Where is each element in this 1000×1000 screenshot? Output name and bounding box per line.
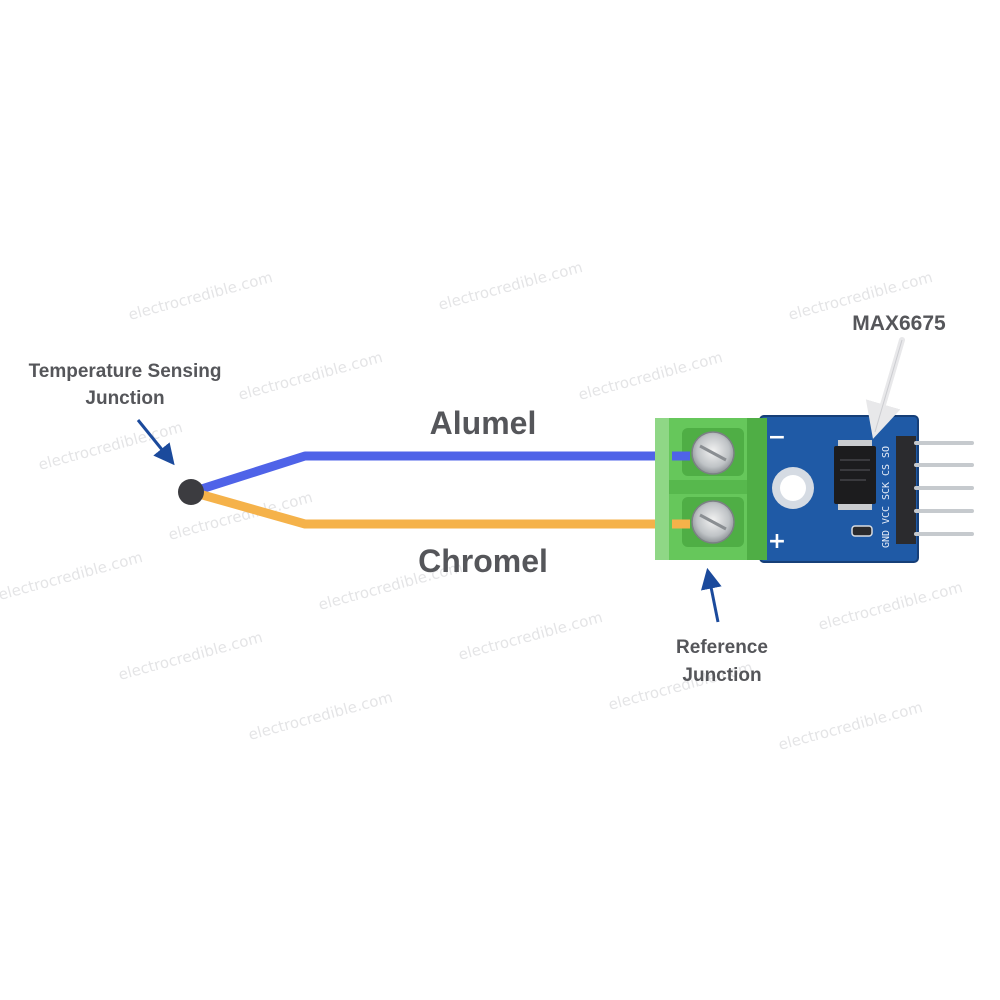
pin-label-sck: SCK [881,482,892,500]
reference-junction-label-line1: Reference [676,637,768,658]
pin-label-so: SO [881,446,892,458]
pin-header [896,436,916,544]
minus-sign: − [768,425,786,450]
watermark-text: electrocredible.com [576,348,724,404]
smd-component [851,525,873,537]
chromel-wire [187,487,695,529]
max6675-label: MAX6675 [852,312,946,335]
reference-junction-arrow [700,567,722,623]
reference-junction-label-line2: Junction [682,665,761,686]
watermark-text: electrocredible.com [0,548,144,604]
plus-sign: + [768,529,786,554]
watermark-text: electrocredible.com [816,578,964,634]
alumel-wire [187,451,695,497]
watermark-text: electrocredible.com [456,608,604,664]
watermark-text: electrocredible.com [126,268,274,324]
sensing-junction-arrow [136,419,175,466]
pin-label-gnd: GND [881,530,892,548]
pin-labels: GND VCC SCK CS SO [881,446,892,548]
watermark-text: electrocredible.com [436,258,584,314]
header-pins [914,441,974,536]
pin-label-cs: CS [881,464,892,476]
chromel-label: Chromel [418,543,548,579]
ic-chip [834,440,876,510]
pin-label-vcc: VCC [881,506,892,524]
watermark-text: electrocredible.com [36,418,184,474]
watermark-text: electrocredible.com [776,698,924,754]
watermark-text: electrocredible.com [116,628,264,684]
watermark-text: electrocredible.com [236,348,384,404]
alumel-label: Alumel [430,405,537,441]
sensing-junction-label-line2: Junction [85,388,164,409]
max6675-module: − + GND VCC SCK CS SO [655,415,974,563]
watermark-text: electrocredible.com [246,688,394,744]
terminal-block [655,418,767,560]
junction-dot [178,479,204,505]
sensing-junction-label-line1: Temperature Sensing [29,361,222,382]
